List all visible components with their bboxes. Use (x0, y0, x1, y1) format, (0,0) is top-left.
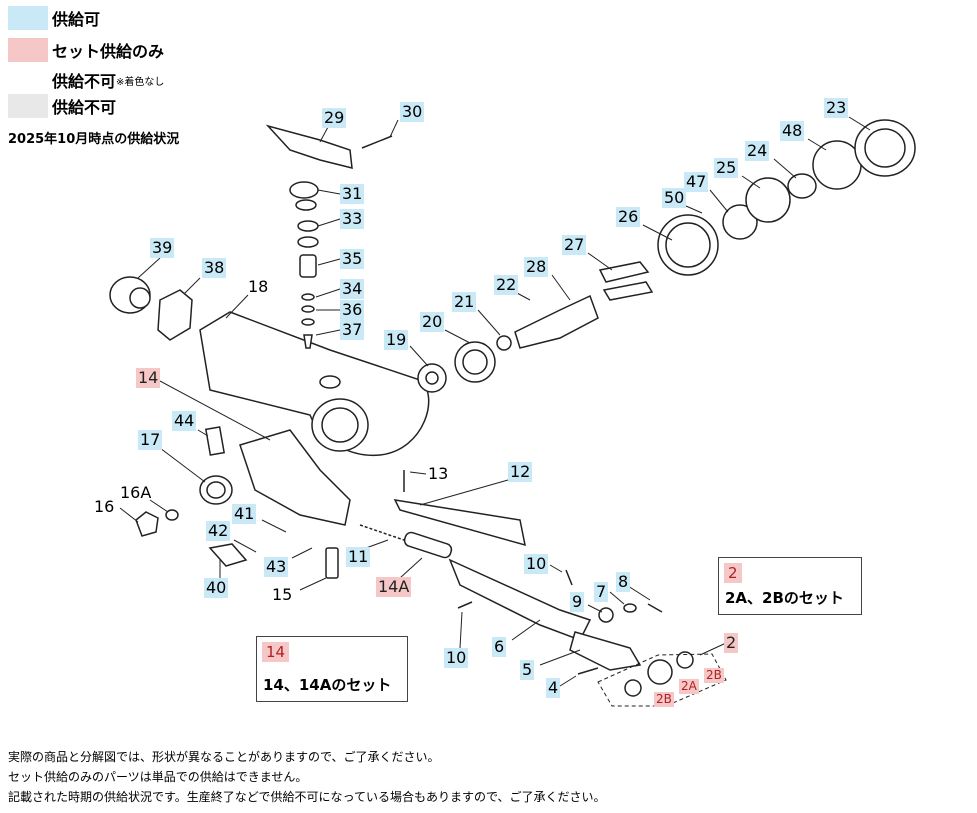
part-label-5: 5 (520, 660, 535, 680)
part-label-17: 17 (138, 430, 163, 450)
part-label-26: 26 (616, 207, 641, 227)
part-label-29: 29 (322, 108, 347, 128)
legend-swatch-available (8, 6, 48, 30)
legend-swatch-unavailable (8, 94, 48, 118)
part-label-21: 21 (452, 292, 477, 312)
part-label-50: 50 (662, 188, 687, 208)
part-label-2B-left: 2B (654, 692, 674, 707)
legend-swatch-no-color (8, 68, 48, 92)
part-label-15: 15 (272, 585, 293, 604)
part-label-44: 44 (172, 411, 197, 431)
set-box-14-tag: 14 (262, 642, 290, 662)
part-label-36: 36 (340, 300, 365, 320)
legend-unavailable-no-color: 供給不可 ※着色なし (8, 68, 164, 92)
part-label-11: 11 (346, 547, 371, 567)
rotor-shape (514, 294, 599, 349)
set-box-2: 2 2A、2Bのセット (718, 557, 862, 615)
legend-label-available: 供給可 (52, 10, 101, 29)
part-label-42: 42 (206, 521, 231, 541)
part-label-43: 43 (264, 557, 289, 577)
part-label-10-upper: 10 (524, 554, 549, 574)
set-box-2-tag: 2 (724, 563, 742, 583)
part-label-47: 47 (684, 172, 709, 192)
legend-label-unavailable: 供給不可 (52, 98, 117, 117)
legend-note-no-color: ※着色なし (116, 76, 165, 88)
throttle-lever-shape (265, 124, 353, 169)
part-label-9: 9 (570, 592, 585, 612)
part-label-8: 8 (616, 572, 631, 592)
part-label-10-lower: 10 (444, 648, 469, 668)
part-label-13: 13 (428, 464, 449, 483)
part-label-31: 31 (340, 184, 365, 204)
part-label-4: 4 (546, 678, 561, 698)
part-label-20: 20 (420, 312, 445, 332)
part-label-48: 48 (780, 121, 805, 141)
part-label-2B-right: 2B (704, 668, 724, 683)
part-label-6: 6 (492, 637, 507, 657)
footer-notes: 実際の商品と分解図では、形状が異なることがありますので、ご了承ください。 セット… (8, 747, 606, 807)
spring-shape (359, 524, 405, 541)
part-label-39: 39 (150, 238, 175, 258)
part-label-27: 27 (562, 235, 587, 255)
legend-label-set-only: セット供給のみ (52, 42, 165, 61)
part-label-23: 23 (824, 98, 849, 118)
part-label-19: 19 (384, 330, 409, 350)
part-label-35: 35 (340, 249, 365, 269)
part-label-30: 30 (400, 102, 425, 122)
part-label-34: 34 (340, 279, 365, 299)
legend-swatch-set-only (8, 38, 48, 62)
part-label-14: 14 (136, 368, 161, 388)
part-label-16A: 16A (120, 483, 152, 502)
note-line-1: 実際の商品と分解図では、形状が異なることがありますので、ご了承ください。 (8, 750, 440, 764)
part-label-41: 41 (232, 504, 257, 524)
part-label-40: 40 (204, 578, 229, 598)
legend-label-unavailable-no-color: 供給不可 (52, 72, 117, 91)
part-label-16: 16 (94, 497, 115, 516)
part-label-37: 37 (340, 320, 365, 340)
part-label-25: 25 (714, 158, 739, 178)
part-label-33: 33 (340, 209, 365, 229)
set-box-2-desc: 2A、2Bのセット (725, 589, 844, 607)
part-label-7: 7 (594, 582, 609, 602)
set-box-14-desc: 14、14Aのセット (263, 676, 392, 694)
part-label-24: 24 (745, 141, 770, 161)
arm-housing-shape (239, 429, 351, 526)
legend-unavailable: 供給不可 (8, 94, 116, 118)
note-line-3: 記載された時期の供給状況です。生産終了などで供給不可になっている場合もありますの… (8, 790, 606, 804)
legend-set-only: セット供給のみ (8, 38, 164, 62)
set-box-14: 14 14、14Aのセット (256, 636, 408, 702)
supply-status-date: 2025年10月時点の供給状況 (8, 132, 180, 147)
part-label-28: 28 (524, 257, 549, 277)
part-label-2: 2 (724, 633, 739, 653)
part-label-18: 18 (248, 277, 269, 296)
legend-available: 供給可 (8, 6, 100, 30)
note-line-2: セット供給のみのパーツは単品での供給はできません。 (8, 770, 308, 784)
part-label-12: 12 (508, 462, 533, 482)
part-label-2A: 2A (679, 679, 699, 694)
part-label-14A: 14A (376, 577, 412, 597)
part-label-38: 38 (202, 258, 227, 278)
part-label-22: 22 (494, 275, 519, 295)
